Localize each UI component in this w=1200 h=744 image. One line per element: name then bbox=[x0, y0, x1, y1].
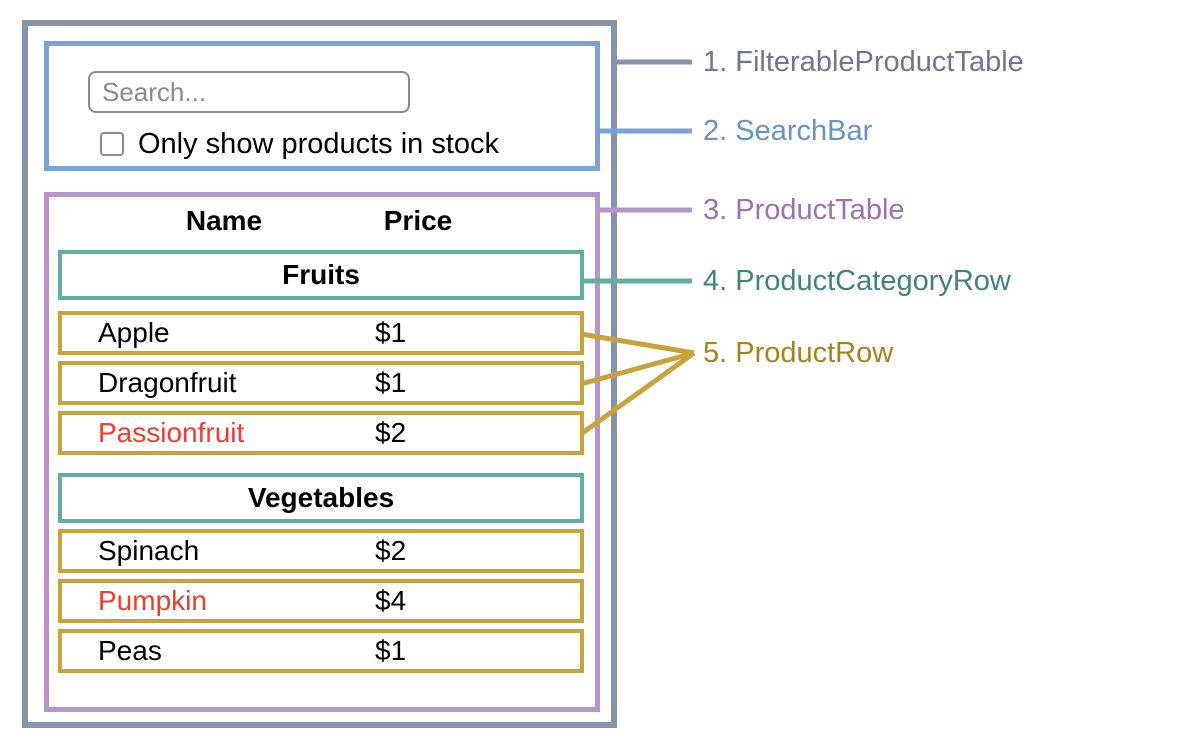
column-header-name: Name bbox=[185, 205, 263, 236]
product-name: Peas bbox=[98, 635, 162, 666]
table-header-row: Name Price bbox=[49, 205, 595, 241]
search-input[interactable] bbox=[88, 71, 410, 113]
product-name: Passionfruit bbox=[98, 417, 245, 448]
product-row: Spinach $2 bbox=[58, 529, 584, 573]
product-name: Apple bbox=[98, 317, 170, 348]
legend-label-filterable-product-table: 1. FilterableProductTable bbox=[703, 46, 1024, 78]
product-row: Peas $1 bbox=[58, 629, 584, 673]
product-name: Spinach bbox=[98, 535, 200, 566]
product-name: Dragonfruit bbox=[98, 367, 237, 398]
legend-label-product-row: 5. ProductRow bbox=[703, 337, 894, 369]
product-price: $1 bbox=[375, 367, 407, 398]
product-table-box: Name Price Fruits Apple $1 Dragonfruit $… bbox=[44, 192, 600, 712]
in-stock-checkbox[interactable] bbox=[100, 132, 124, 156]
in-stock-filter: Only show products in stock bbox=[100, 128, 499, 160]
category-label: Fruits bbox=[282, 259, 360, 290]
product-row: Dragonfruit $1 bbox=[58, 361, 584, 405]
category-row-fruits: Fruits bbox=[58, 250, 584, 300]
category-row-vegetables: Vegetables bbox=[58, 473, 584, 523]
product-name: Pumpkin bbox=[98, 585, 207, 616]
product-row: Pumpkin $4 bbox=[58, 579, 584, 623]
product-price: $1 bbox=[375, 317, 407, 348]
legend-label-product-category-row: 4. ProductCategoryRow bbox=[703, 265, 1011, 297]
in-stock-label: Only show products in stock bbox=[138, 127, 500, 160]
product-price: $2 bbox=[375, 417, 407, 448]
product-price: $4 bbox=[375, 585, 407, 616]
category-label: Vegetables bbox=[247, 482, 395, 513]
filterable-product-table-box: Only show products in stock Name Price F… bbox=[22, 20, 617, 728]
product-row: Apple $1 bbox=[58, 311, 584, 355]
column-header-price: Price bbox=[383, 205, 453, 236]
product-price: $2 bbox=[375, 535, 407, 566]
product-price: $1 bbox=[375, 635, 407, 666]
legend-label-product-table: 3. ProductTable bbox=[703, 194, 905, 226]
legend-label-search-bar: 2. SearchBar bbox=[703, 115, 873, 147]
search-bar-box: Only show products in stock bbox=[44, 41, 600, 171]
product-row: Passionfruit $2 bbox=[58, 411, 584, 455]
